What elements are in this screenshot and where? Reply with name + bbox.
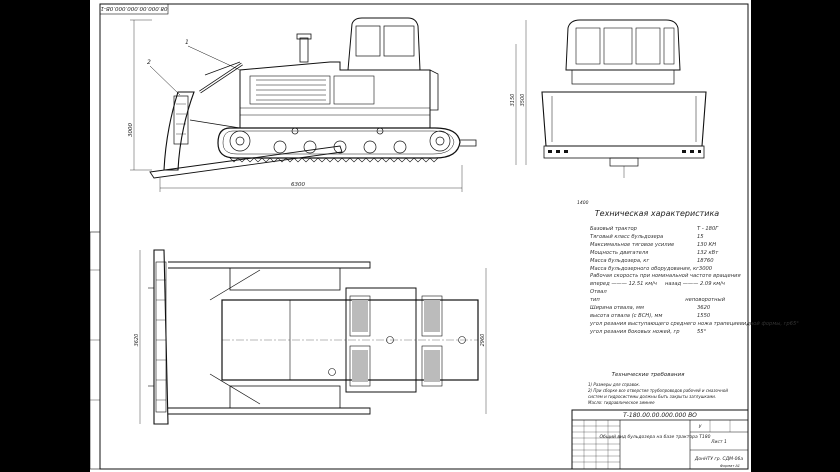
spec-label: Максимальное тяговое усилие	[590, 241, 675, 248]
spec-value: 132 кВт	[697, 249, 719, 256]
corner-code: 08.000.00.000.000.0B-1	[101, 5, 168, 11]
spec-value: 55°	[697, 328, 707, 335]
spec-label: Масса бульдозера, кг	[590, 257, 650, 264]
spec-label: Тяговый класс бульдозера	[590, 233, 664, 240]
spec-value: 18760	[697, 257, 714, 264]
spec-label: угол резания боковых ножей, гр	[590, 328, 680, 335]
dim-side-length: 6300	[291, 182, 305, 188]
spec-row: Мощность двигателя 132 кВт	[590, 250, 725, 258]
spec-value: назад ——— 2.09 км/ч	[664, 281, 725, 288]
spec-label: угол резания выступающего среднего ножа …	[590, 320, 790, 327]
spec-row: Максимальное тяговое усилие 130 КН	[590, 242, 725, 250]
spec-label: Мощность двигателя	[590, 249, 649, 256]
requirement-line-2: 2) При сборке все отверстия трубопроводо…	[588, 388, 728, 393]
spec-label: вперед ——— 12.51 км/ч	[590, 281, 657, 288]
sheet-format: Формат А1	[720, 464, 740, 468]
spec-label: тип	[590, 297, 600, 304]
title-block: Т-180.00.00.000.000 ВО Общий вид бульдоз…	[571, 409, 749, 470]
spec-value: 3000	[698, 265, 713, 272]
spec-label: Базовый трактор	[590, 226, 637, 232]
dim-front-height: 3500	[520, 94, 526, 107]
stage-cell: У	[699, 424, 702, 430]
dim-plan-width-2: 2960	[480, 334, 486, 347]
spec-table: Базовый трактор Т - 180Г Тяговый класс бул…	[590, 226, 799, 337]
spec-label: Масса бульдозерного оборудования, кг	[590, 265, 699, 272]
spec-row: Отвал	[590, 289, 725, 297]
spec-row: Базовый трактор Т - 180Г	[590, 226, 725, 234]
spec-value: 3620	[697, 305, 711, 312]
spec-row: Тяговый класс бульдозера 15	[590, 234, 725, 242]
dim-front-height-inner: 3150	[510, 94, 516, 107]
side-view: 1 2 6300 3000	[128, 17, 477, 192]
spec-label: Ширина отвала, мм	[590, 305, 644, 312]
spec-value: 65°	[789, 320, 799, 327]
plan-view: 3620 2960	[134, 249, 487, 425]
spec-value	[741, 273, 769, 281]
spec-value: 130 КН	[697, 241, 717, 248]
drawing-sheet: 08.000.00.000.000.0B-1	[90, 0, 799, 472]
spec-row: Масса бульдозера, кг 18760	[590, 258, 725, 266]
requirement-line-1: 1) Размеры для справок.	[588, 382, 640, 387]
spec-label: Отвал	[590, 289, 607, 296]
front-view: 3500 3150	[510, 19, 707, 178]
spec-label: Рабочая скорость при номинальной частоте…	[590, 273, 741, 280]
leader-label-2: 2	[147, 59, 151, 66]
spec-row: угол резания боковых ножей, гр 55°	[590, 329, 725, 337]
corner-code-box	[99, 3, 169, 15]
margin-strip	[90, 231, 101, 470]
requirements-title: Технические требования	[612, 372, 685, 378]
engineering-drawing: 08.000.00.000.000.0B-1	[90, 3, 749, 470]
spec-value: неповоротный	[685, 297, 725, 304]
leader-label-1: 1	[185, 39, 189, 46]
doc-number: Т-180.00.00.000.000 ВО	[623, 412, 697, 419]
spec-row: угол резания выступающего среднего ножа …	[590, 321, 799, 329]
drawing-name: Общий вид бульдозера на базе трактора Т1…	[600, 434, 711, 440]
sheet-info: Лист 1	[710, 439, 727, 445]
specs-title: Техническая характеристика	[595, 209, 720, 218]
requirement-line-3: систем и гидросистемы должны быть закрыт…	[588, 394, 716, 399]
spec-value	[697, 289, 725, 297]
spec-row: вперед ——— 12.51 км/ч назад ——— 2.09 км/ч	[590, 281, 725, 289]
spec-value: Т - 180Г	[697, 226, 719, 232]
spec-row: высота отвала (с ВСН), мм 1550	[590, 313, 725, 321]
dim-side-height: 3000	[128, 123, 134, 137]
dim-spec-top: 1400	[577, 200, 589, 206]
spec-value: 15	[697, 233, 704, 240]
spec-row: Рабочая скорость при номинальной частоте…	[590, 273, 741, 281]
dim-plan-width: 3620	[134, 334, 140, 347]
organization: ДонНТУ гр. СДМ-06а	[694, 456, 743, 462]
spec-value: 1550	[697, 312, 711, 319]
spec-row: тип неповоротный	[590, 297, 725, 305]
spec-label: высота отвала (с ВСН), мм	[590, 312, 663, 319]
spec-row: Ширина отвала, мм 3620	[590, 305, 725, 313]
requirement-line-4: Масло: гидравлическое зимнее	[588, 400, 655, 405]
